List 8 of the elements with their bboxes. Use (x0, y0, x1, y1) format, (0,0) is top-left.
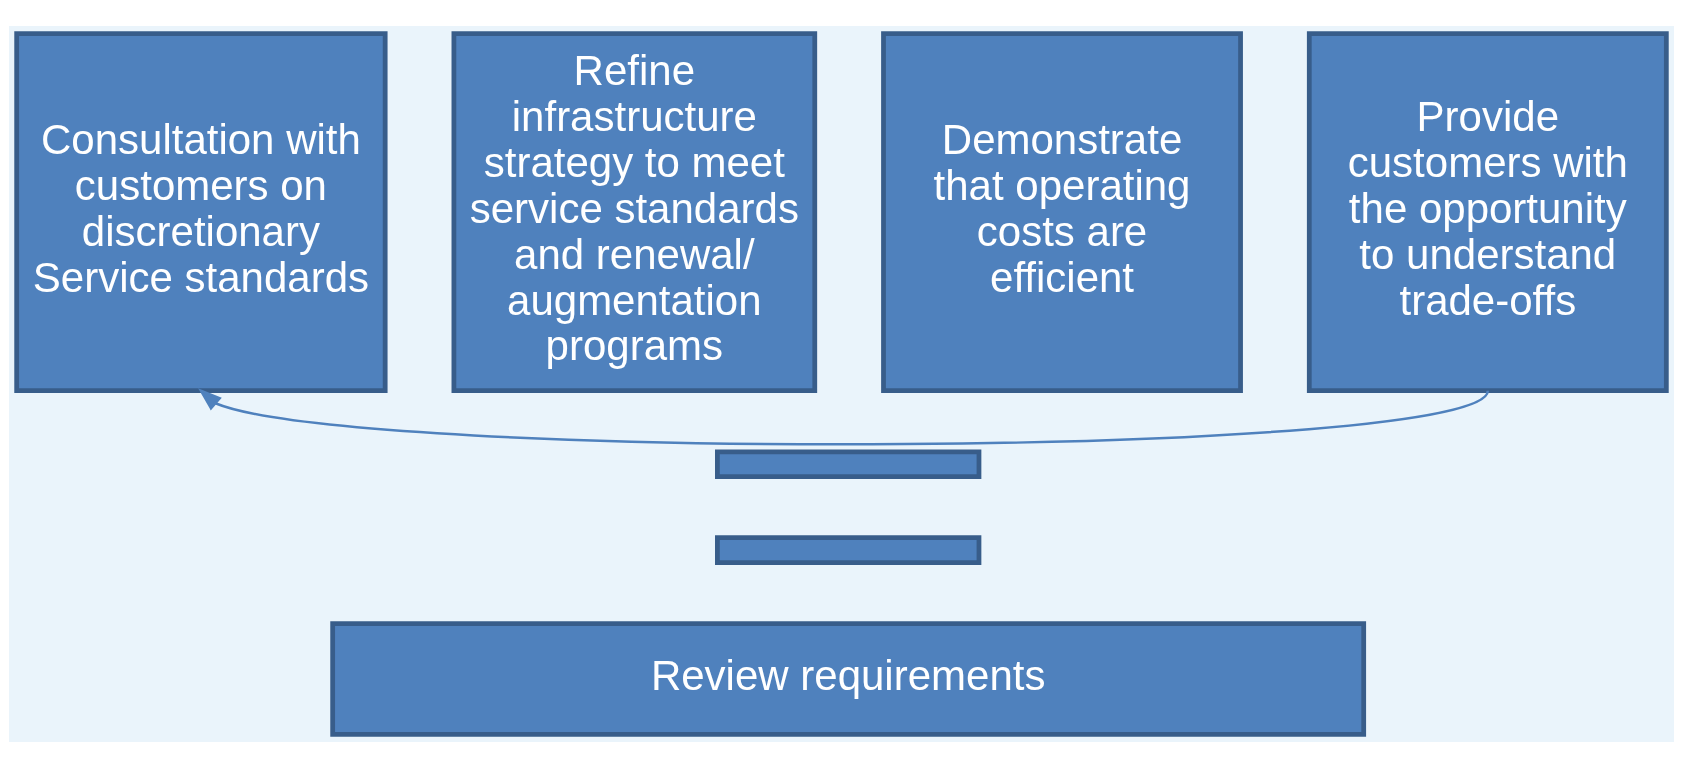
node-box: Demonstrate that operating costs are efficient (881, 31, 1243, 394)
node-box: Provide customers with the opportunity to understand trade-offs (1306, 31, 1669, 394)
node-bar (715, 535, 982, 565)
arrow (198, 388, 1489, 446)
node-box: Refine infrastructure strategy to meet service standards and renewal/ augmentation programs (451, 31, 818, 394)
node-box: Review requirements (330, 621, 1367, 737)
node-bar (715, 449, 982, 479)
node-box: Consultation with customers on discretionary Service standards (14, 31, 388, 394)
